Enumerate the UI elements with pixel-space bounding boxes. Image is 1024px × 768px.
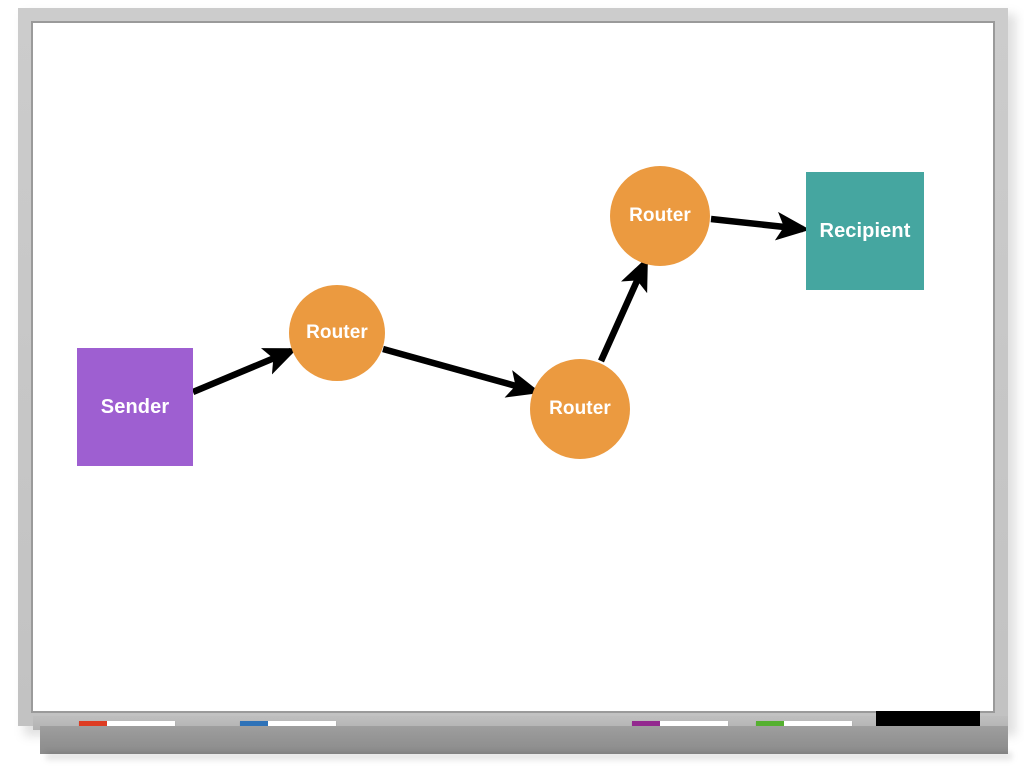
node-label: Router [629, 205, 691, 226]
diagram-node-router-1[interactable]: Router [289, 285, 385, 381]
diagram-node-sender[interactable]: Sender [77, 348, 193, 466]
node-label: Recipient [819, 219, 911, 242]
marker-tray-shadow [46, 752, 1012, 760]
node-label: Router [306, 322, 368, 343]
diagram-edge-router1-router2 [382, 345, 541, 398]
diagram-node-router-2[interactable]: Router [530, 359, 630, 459]
diagram-node-recipient[interactable]: Recipient [806, 172, 924, 290]
node-label: Router [549, 398, 611, 419]
marker-tray-ledge [40, 726, 1008, 754]
diagram-edge-sender-router1 [191, 348, 298, 395]
node-label: Sender [100, 395, 170, 418]
diagram-edge-router3-recipient [710, 211, 811, 241]
diagram-edge-router2-router3 [598, 256, 648, 363]
diagram-node-router-3[interactable]: Router [610, 166, 710, 266]
whiteboard-surface [33, 23, 993, 711]
